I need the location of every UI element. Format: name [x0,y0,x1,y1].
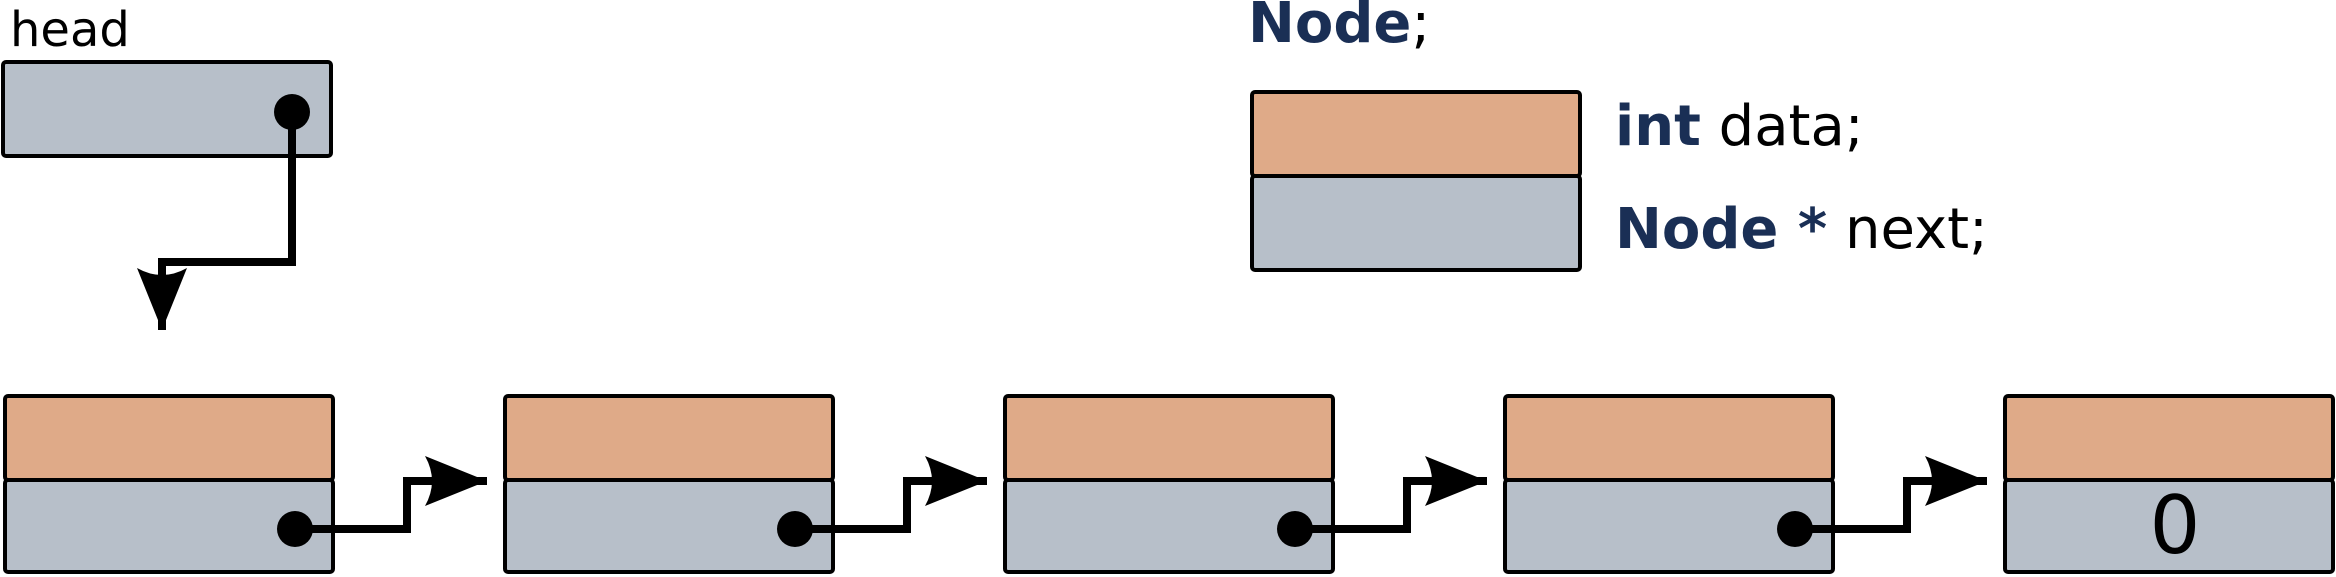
head-label: head [10,2,130,58]
node-data-field [2003,394,2335,482]
next-pointer-dot [777,511,813,547]
null-terminator: 0 [2150,479,2201,572]
list-nodes: 0 [3,394,2335,574]
node-data-field [3,394,335,482]
legend-star: * [1778,197,1827,262]
list-node [1003,394,1487,574]
node-data-field [503,394,835,482]
legend-field-data: int data; [1615,94,1864,159]
next-pointer-dot [1777,511,1813,547]
next-pointer-dot [277,511,313,547]
next-pointer-arrow [1295,456,1487,533]
legend-node-keyword: Node [1615,197,1778,262]
head-arrow [137,112,296,330]
next-pointer-arrow [1795,456,1987,533]
node-legend: Node; int data; Node * next; [1248,0,1988,272]
legend-int-keyword: int [1615,94,1701,159]
next-pointer-arrow [295,456,487,533]
list-node [503,394,987,574]
list-node [3,394,487,574]
legend-type-name: Node [1248,0,1411,56]
legend-next-field [1250,174,1582,272]
legend-type-suffix: ; [1411,0,1430,56]
legend-data-name: data; [1701,94,1864,159]
legend-title: Node; [1248,0,1430,56]
legend-field-next: Node * next; [1615,197,1988,262]
head-pointer [1,60,333,158]
legend-data-field [1250,90,1582,178]
head-pointer-box [1,60,333,158]
node-data-field [1503,394,1835,482]
next-pointer-dot [1277,511,1313,547]
legend-next-name: next; [1827,197,1988,262]
list-node [1503,394,1987,574]
node-data-field [1003,394,1335,482]
next-pointer-arrow [795,456,987,533]
list-node: 0 [2003,394,2335,574]
node-next-field [2003,478,2335,574]
